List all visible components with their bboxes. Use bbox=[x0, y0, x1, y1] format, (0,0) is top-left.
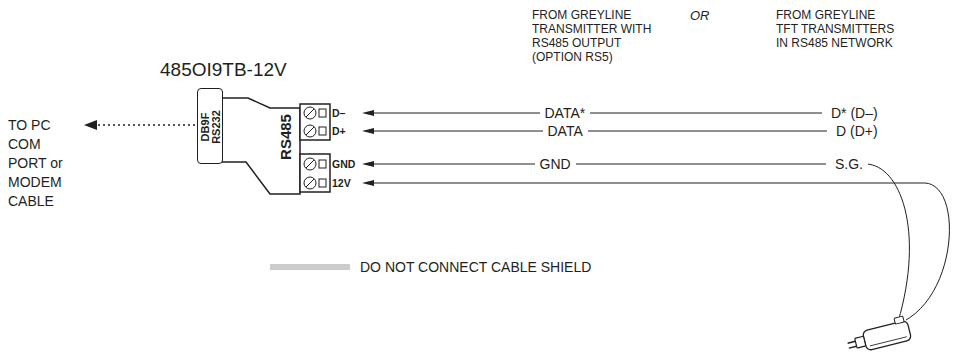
arrow-head bbox=[362, 110, 374, 116]
db9-connector: DB9F RS232 bbox=[197, 88, 223, 164]
terminal-name: D+ bbox=[332, 125, 346, 138]
terminal-name: 12V bbox=[332, 177, 351, 190]
device-name: 485OI9TB-12V bbox=[160, 59, 287, 82]
signal-name: DATA* bbox=[540, 105, 591, 122]
signal-name: D* (D–) bbox=[826, 105, 883, 122]
port-label: DB9F RS232 bbox=[200, 107, 222, 147]
signal-name: D (D+) bbox=[831, 123, 883, 140]
wire bbox=[372, 183, 925, 184]
wire bbox=[372, 164, 826, 165]
legend-text: DO NOT CONNECT CABLE SHIELD bbox=[360, 259, 591, 276]
signal-name: DATA bbox=[543, 123, 588, 140]
leader-line bbox=[95, 124, 195, 126]
port-label: RS485 bbox=[277, 114, 295, 160]
source-note: FROM GREYLINE TFT TRANSMITTERS IN RS485 … bbox=[776, 8, 898, 50]
signal-name: S.G. bbox=[830, 156, 868, 173]
power-adapter bbox=[844, 315, 911, 354]
wire bbox=[372, 131, 827, 132]
converter-housing: 485OI9TB-12VRS485DB9F RS232 bbox=[196, 86, 336, 198]
wire bbox=[866, 164, 909, 322]
arrow-head bbox=[362, 180, 374, 186]
source-note: FROM GREYLINE TRANSMITTER WITH RS485 OUT… bbox=[532, 8, 654, 64]
terminal-name: D– bbox=[332, 107, 345, 120]
legend-swatch bbox=[270, 264, 350, 270]
or-note: OR bbox=[690, 8, 710, 24]
wire bbox=[906, 183, 949, 320]
arrow-head bbox=[362, 161, 374, 167]
arrow-head bbox=[362, 128, 374, 134]
wire bbox=[372, 113, 822, 114]
arrow-head bbox=[84, 120, 97, 130]
terminal-name: GND bbox=[332, 158, 355, 171]
signal-name: GND bbox=[535, 156, 576, 173]
destination-note: TO PC COM PORT or MODEM CABLE bbox=[8, 116, 82, 211]
